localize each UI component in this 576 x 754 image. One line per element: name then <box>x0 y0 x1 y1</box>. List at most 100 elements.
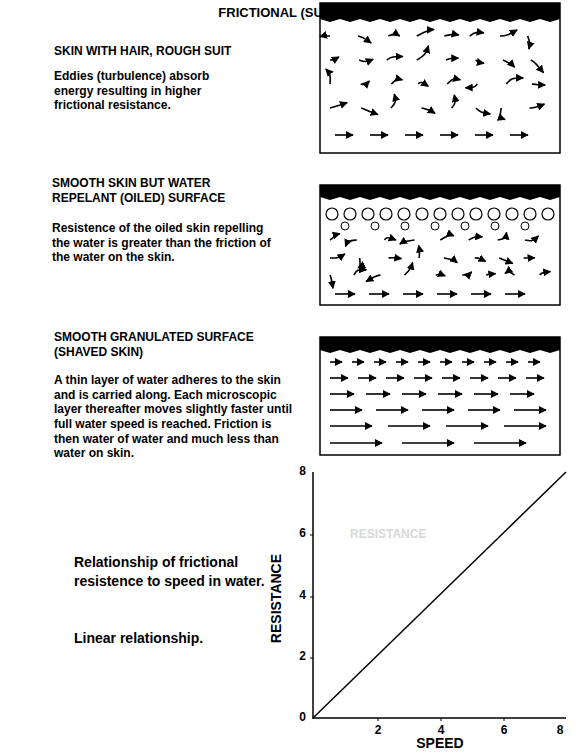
water-bubble <box>524 208 536 220</box>
data-line <box>313 472 566 718</box>
flow-arrow <box>475 258 486 262</box>
flow-arrow <box>498 377 516 379</box>
tick-label: 2 <box>290 649 306 664</box>
flow-arrow <box>388 34 399 36</box>
flow-arrow <box>330 103 347 108</box>
flow-arrow <box>335 293 355 295</box>
flow-arrow <box>525 236 538 241</box>
tick <box>378 718 379 721</box>
tick-label: 4 <box>433 723 449 738</box>
flow-arrow <box>403 293 423 295</box>
flow-arrow <box>510 393 534 395</box>
flow-arrow <box>335 134 353 136</box>
tick <box>441 718 442 721</box>
flow-arrow <box>476 60 484 63</box>
flow-arrow <box>462 361 474 363</box>
flow-arrow <box>326 69 330 84</box>
axis-title: RESISTANCE <box>269 539 286 659</box>
water-bubble <box>362 208 374 220</box>
flow-arrow <box>330 377 348 379</box>
flow-arrow <box>465 84 477 88</box>
tick-label: 4 <box>290 588 306 603</box>
flow-arrow <box>402 393 426 395</box>
flow-arrow <box>396 361 408 363</box>
flow-arrow <box>529 104 544 108</box>
flow-arrow <box>422 409 454 411</box>
water-bubble <box>341 222 349 230</box>
flow-arrow <box>437 293 457 295</box>
flow-arrow <box>361 108 378 115</box>
panel-body: Eddies (turbulence) absorb energy result… <box>54 69 244 113</box>
tick-label: 8 <box>552 723 568 738</box>
panel-body: Resistence of the oiled skin repelling t… <box>52 221 284 265</box>
flow-arrow <box>469 237 483 240</box>
water-bubble <box>488 208 500 220</box>
flow-arrow <box>330 425 372 427</box>
flow-arrow <box>374 361 386 363</box>
watermark: RESISTANCE <box>350 527 460 542</box>
flow-arrow <box>452 95 456 108</box>
flow-arrow <box>505 293 525 295</box>
flow-arrow <box>436 275 445 276</box>
flow-arrow <box>475 134 493 136</box>
flow-arrow <box>414 377 432 379</box>
flow-arrow <box>376 409 408 411</box>
water-bubble <box>434 208 446 220</box>
flow-arrow <box>330 234 340 240</box>
flow-arrow <box>391 94 395 108</box>
flow-arrow <box>389 257 402 260</box>
flow-arrow <box>528 361 540 363</box>
panel-frame <box>320 185 560 305</box>
flow-arrow <box>500 108 505 120</box>
tick-label: 6 <box>290 526 306 541</box>
flow-arrow <box>440 134 458 136</box>
flow-arrow <box>444 34 458 36</box>
line-chart <box>310 472 566 721</box>
flow-arrow <box>354 270 366 275</box>
flow-arrow <box>369 293 389 295</box>
flow-arrow <box>386 377 404 379</box>
flow-arrow <box>505 272 514 275</box>
flow-arrow <box>417 46 429 60</box>
tick-label: 6 <box>496 723 512 738</box>
flow-arrow <box>526 377 544 379</box>
axis-title: SPEED <box>400 735 480 752</box>
tick-label: 2 <box>370 723 386 738</box>
flow-arrow <box>442 377 460 379</box>
flow-arrow <box>345 240 356 246</box>
panel-body: A thin layer of water adheres to the ski… <box>54 373 294 461</box>
flow-arrow <box>506 78 523 84</box>
flow-arrow <box>471 293 491 295</box>
flow-arrow <box>474 442 526 444</box>
flow-arrow <box>500 30 517 36</box>
flow-arrow <box>498 232 507 240</box>
water-bubble <box>401 222 409 230</box>
water-bubble <box>470 208 482 220</box>
panel-heading: SMOOTH GRANULATED SURFACE (SHAVED SKIN) <box>54 330 284 359</box>
water-bubble <box>461 222 469 230</box>
y-axis <box>312 472 314 719</box>
flow-arrow <box>400 240 415 244</box>
panel-heading: SKIN WITH HAIR, ROUGH SUIT <box>54 44 294 59</box>
flow-arrow <box>440 361 452 363</box>
flow-arrow <box>330 442 382 444</box>
flow-arrow <box>330 393 354 395</box>
flow-arrow <box>470 377 488 379</box>
flow-arrow <box>387 57 403 60</box>
flow-arrow <box>468 409 500 411</box>
flow-arrow <box>476 108 490 114</box>
flow-arrow <box>528 36 530 49</box>
flow-arrow <box>462 272 471 275</box>
flow-arrow <box>440 235 453 240</box>
water-bubble <box>380 208 392 220</box>
flow-arrow <box>320 35 330 37</box>
x-axis <box>313 717 566 719</box>
flow-arrow <box>417 30 434 36</box>
tick <box>504 718 505 721</box>
flow-arrow <box>422 108 436 113</box>
flow-arrow <box>330 275 333 288</box>
water-bubble <box>506 208 518 220</box>
water-bubble <box>452 208 464 220</box>
flow-arrow <box>388 425 430 427</box>
flow-arrow <box>405 134 423 136</box>
